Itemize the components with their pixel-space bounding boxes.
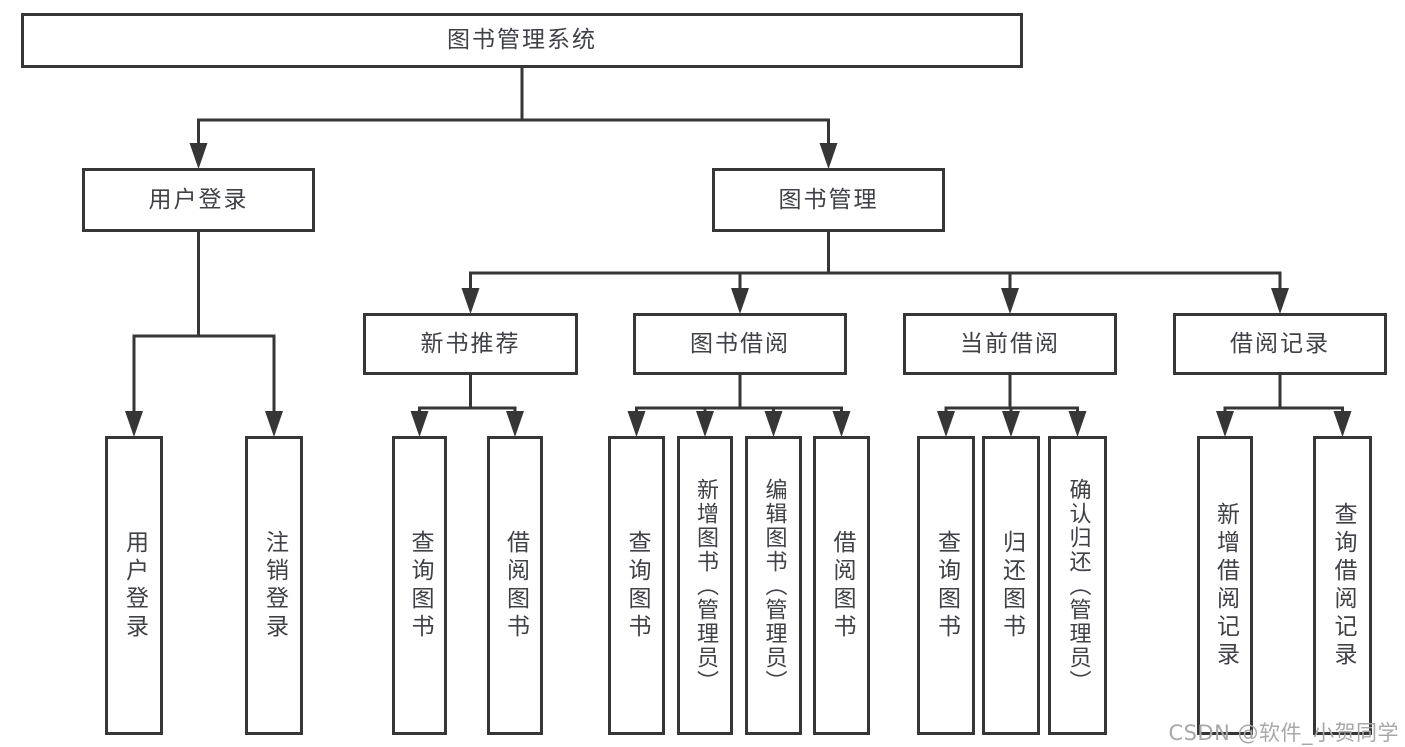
node-label: 查询借阅记录 bbox=[1330, 501, 1356, 670]
node-label: 新书推荐 bbox=[420, 330, 521, 357]
arrowhead-icon bbox=[1333, 411, 1352, 437]
node-label: 图书借阅 bbox=[690, 330, 790, 357]
node-bb-borrow: 借阅图书 bbox=[813, 436, 870, 735]
node-system: 图书管理系统 bbox=[21, 13, 1023, 68]
arrowhead-icon bbox=[1001, 288, 1019, 314]
arrowhead-icon bbox=[461, 288, 480, 314]
node-bb-edit: 编辑图书（管理员） bbox=[745, 436, 802, 735]
node-nb-query: 查询图书 bbox=[392, 436, 447, 735]
node-br-query: 查询借阅记录 bbox=[1313, 436, 1372, 735]
node-borrow-records: 借阅记录 bbox=[1173, 313, 1387, 375]
arrowhead-icon bbox=[1271, 288, 1289, 314]
arrowhead-icon bbox=[506, 411, 524, 437]
arrowhead-icon bbox=[189, 143, 208, 169]
node-label: 新增图书（管理员） bbox=[693, 477, 718, 694]
node-label: 归还图书 bbox=[998, 529, 1025, 642]
watermark: CSDN @软件_小贺同学 bbox=[1168, 721, 1399, 745]
node-label: 当前借阅 bbox=[960, 330, 1060, 357]
arrowhead-icon bbox=[937, 411, 955, 437]
node-label: 确认归还（管理员） bbox=[1065, 477, 1091, 694]
node-cb-return: 归还图书 bbox=[982, 436, 1040, 735]
node-label: 查询图书 bbox=[407, 529, 433, 642]
arrowhead-icon bbox=[410, 411, 429, 437]
node-br-add: 新增借阅记录 bbox=[1197, 436, 1253, 735]
node-label: 查询图书 bbox=[933, 529, 960, 642]
node-label: 查询图书 bbox=[624, 529, 650, 642]
node-cb-confirm: 确认归还（管理员） bbox=[1048, 436, 1107, 735]
node-login: 用户登录 bbox=[105, 436, 163, 735]
arrowhead-icon bbox=[832, 411, 851, 437]
node-label: 用户登录 bbox=[121, 529, 148, 642]
node-user-login: 用户登录 bbox=[82, 168, 315, 232]
node-label: 图书管理系统 bbox=[447, 27, 597, 53]
node-new-book-rec: 新书推荐 bbox=[363, 313, 578, 375]
arrowhead-icon bbox=[1216, 411, 1234, 437]
arrowhead-icon bbox=[819, 143, 838, 169]
node-book-borrow: 图书借阅 bbox=[633, 313, 847, 375]
arrowhead-icon bbox=[764, 411, 783, 437]
node-label: 新增借阅记录 bbox=[1212, 501, 1239, 670]
node-current-borrow: 当前借阅 bbox=[903, 313, 1117, 375]
node-label: 编辑图书（管理员） bbox=[761, 477, 787, 694]
arrowhead-icon bbox=[265, 411, 283, 437]
node-label: 借阅图书 bbox=[829, 529, 855, 642]
arrowhead-icon bbox=[125, 411, 143, 437]
node-label: 借阅记录 bbox=[1230, 330, 1330, 357]
node-label: 注销登录 bbox=[261, 529, 288, 642]
node-nb-borrow: 借阅图书 bbox=[487, 436, 543, 735]
arrowhead-icon bbox=[1068, 411, 1087, 437]
node-logout: 注销登录 bbox=[245, 436, 303, 735]
node-bb-query: 查询图书 bbox=[608, 436, 665, 735]
node-label: 用户登录 bbox=[148, 186, 249, 213]
arrowhead-icon bbox=[696, 411, 714, 437]
node-cb-query: 查询图书 bbox=[917, 436, 975, 735]
node-book-mgmt: 图书管理 bbox=[712, 168, 945, 232]
node-label: 借阅图书 bbox=[502, 529, 529, 642]
arrowhead-icon bbox=[1002, 411, 1020, 437]
arrowhead-icon bbox=[627, 411, 646, 437]
node-bb-add: 新增图书（管理员） bbox=[677, 436, 733, 735]
arrowhead-icon bbox=[731, 288, 749, 314]
node-label: 图书管理 bbox=[778, 186, 879, 213]
